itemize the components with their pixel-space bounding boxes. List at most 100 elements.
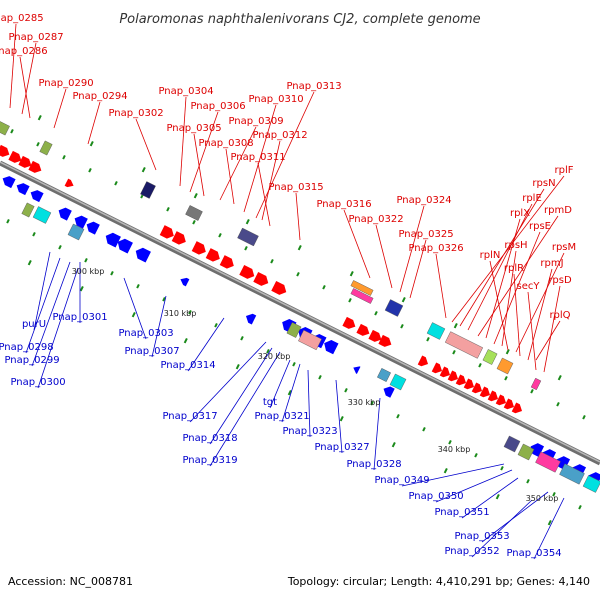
reverse-gene: [245, 313, 257, 325]
position-ticks: [6, 115, 586, 526]
reverse-gene: [180, 277, 190, 287]
reverse-gene-label: Pnap_0354: [506, 548, 561, 559]
position-tick: [557, 375, 562, 381]
leader-line: [193, 133, 205, 197]
leader-line: [471, 499, 533, 558]
forward-gene: [503, 398, 515, 410]
reverse-gene: [2, 176, 16, 189]
colored-gene: [426, 322, 446, 340]
forward-gene: [159, 225, 174, 239]
topology-summary: Topology: circular; Length: 4,410,291 bp…: [287, 575, 590, 588]
leader-line: [31, 261, 71, 367]
forward-gene: [253, 271, 269, 286]
forward-gene: [18, 155, 32, 168]
leader-line: [225, 148, 235, 205]
colored-gene: [0, 120, 10, 136]
leader-line: [261, 140, 281, 221]
forward-gene-label: Pnap_0302: [108, 108, 163, 119]
leader-line: [209, 351, 281, 467]
leader-line: [489, 260, 509, 351]
reverse-gene: [324, 339, 339, 355]
leader-line: [399, 205, 425, 293]
position-tick: [296, 272, 300, 277]
reverse-gene-label: Pnap_0314: [160, 360, 215, 371]
leader-line: [527, 268, 553, 361]
forward-gene-label: Pnap_0326: [408, 243, 463, 254]
position-tick: [84, 258, 88, 263]
leader-line: [255, 91, 315, 219]
forward-gene: [471, 382, 483, 394]
forward-gene: [64, 178, 74, 188]
forward-gene-label: rplR: [504, 263, 524, 274]
position-tick: [344, 388, 348, 393]
forward-gene: [511, 402, 523, 414]
leader-line: [515, 252, 565, 353]
reverse-gene-label: Pnap_0301: [52, 312, 107, 323]
forward-gene-label: rpsN: [532, 178, 555, 189]
forward-gene: [378, 334, 392, 347]
colored-gene: [384, 299, 404, 317]
colored-gene: [389, 373, 407, 391]
reverse-gene: [556, 456, 571, 471]
leader-line: [481, 491, 549, 543]
colored-gene: [503, 435, 521, 453]
colored-gene: [377, 368, 391, 382]
forward-gene-label: rpsD: [548, 275, 572, 286]
ruler-kbp-label: 320 kbp: [258, 352, 291, 361]
position-tick: [136, 284, 140, 289]
position-tick: [552, 492, 556, 497]
map-title: Polaromonas naphthalenivorans CJ2, compl…: [119, 12, 480, 27]
forward-gene-label: Pnap_0310: [248, 94, 303, 105]
forward-gene-label: Pnap_0285: [0, 13, 44, 24]
leader-line: [151, 295, 167, 358]
position-tick: [474, 452, 478, 458]
reverse-gene-label: Pnap_0300: [10, 377, 65, 388]
leader-line: [409, 239, 427, 299]
position-tick: [27, 260, 32, 266]
position-tick: [478, 362, 482, 368]
forward-gene-label: Pnap_0286: [0, 46, 48, 57]
position-tick: [401, 297, 406, 303]
position-tick: [448, 440, 452, 445]
ruler-kbp-label: 340 kbp: [438, 445, 471, 454]
leader-line: [33, 251, 51, 331]
position-tick: [582, 414, 586, 420]
reverse-gene: [353, 366, 361, 374]
position-tick: [162, 297, 166, 302]
position-tick: [218, 232, 222, 238]
reverse-gene-label: Pnap_0327: [314, 442, 369, 453]
forward-gene-label: Pnap_0325: [398, 229, 453, 240]
leader-line: [21, 42, 37, 115]
colored-gene: [350, 280, 374, 296]
forward-gene: [342, 316, 356, 329]
leader-line: [219, 126, 257, 201]
position-tick: [244, 245, 248, 251]
position-tick: [79, 286, 84, 292]
colored-gene: [535, 451, 561, 473]
colored-gene: [582, 475, 600, 493]
forward-gene-label: Pnap_0313: [286, 81, 341, 92]
leader-line: [435, 469, 513, 503]
forward-gene-label: secY: [517, 281, 541, 292]
leader-line: [467, 203, 533, 331]
leader-line: [209, 347, 273, 445]
position-tick: [287, 390, 292, 396]
forward-gene-label: Pnap_0287: [8, 32, 63, 43]
leader-line: [281, 363, 301, 423]
forward-gene: [447, 370, 459, 382]
position-tick: [58, 244, 62, 250]
colored-gene: [140, 181, 156, 199]
colored-gene: [350, 288, 374, 304]
forward-gene: [417, 355, 429, 367]
forward-gene: [0, 144, 10, 157]
leader-line: [493, 231, 541, 345]
position-tick: [556, 401, 560, 407]
leader-line: [485, 218, 521, 339]
leader-line: [123, 277, 147, 340]
forward-gene: [8, 150, 22, 163]
reverse-gene-label: Pnap_0328: [346, 459, 401, 470]
position-tick: [240, 336, 244, 341]
forward-gene-label: Pnap_0312: [252, 130, 307, 141]
position-tick: [322, 285, 326, 290]
gene-track: [0, 120, 600, 493]
